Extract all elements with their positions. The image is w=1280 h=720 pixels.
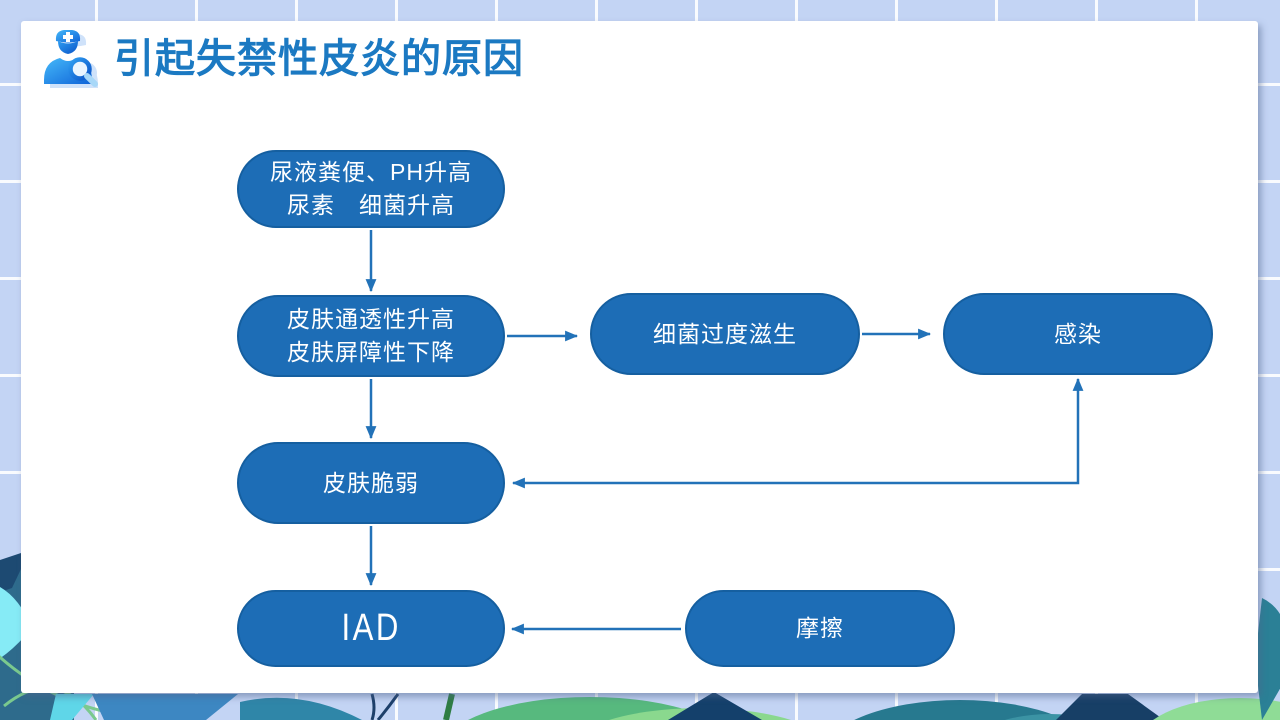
node-text-line: 细菌过度滋生 — [653, 320, 797, 347]
node-text-line: IAD — [341, 606, 401, 649]
slide-header: 引起失禁性皮炎的原因 — [36, 28, 524, 90]
node-text-line: 皮肤屏障性下降 — [287, 339, 455, 365]
nurse-with-magnifier-icon — [44, 30, 98, 88]
flow-node-irritants: 尿液粪便、PH升高 尿素 细菌升高 — [237, 150, 505, 228]
flow-node-iad: IAD — [237, 590, 505, 667]
slide-title: 引起失禁性皮炎的原因 — [114, 37, 524, 81]
node-text-line: 感染 — [1054, 320, 1102, 347]
flow-node-fragile-skin: 皮肤脆弱 — [237, 442, 505, 524]
node-text-line: 摩擦 — [796, 615, 844, 642]
flow-node-skin-permeability: 皮肤通透性升高 皮肤屏障性下降 — [237, 295, 505, 377]
node-text-line: 皮肤通透性升高 — [287, 306, 455, 333]
node-text-line: 尿液粪便、PH升高 — [270, 159, 472, 186]
flow-node-bacteria-overgrowth: 细菌过度滋生 — [590, 293, 860, 375]
node-text-line: 尿素 细菌升高 — [287, 192, 455, 218]
flow-node-friction: 摩擦 — [685, 590, 955, 667]
node-text-line: 皮肤脆弱 — [323, 469, 419, 496]
flow-node-infection: 感染 — [943, 293, 1213, 375]
